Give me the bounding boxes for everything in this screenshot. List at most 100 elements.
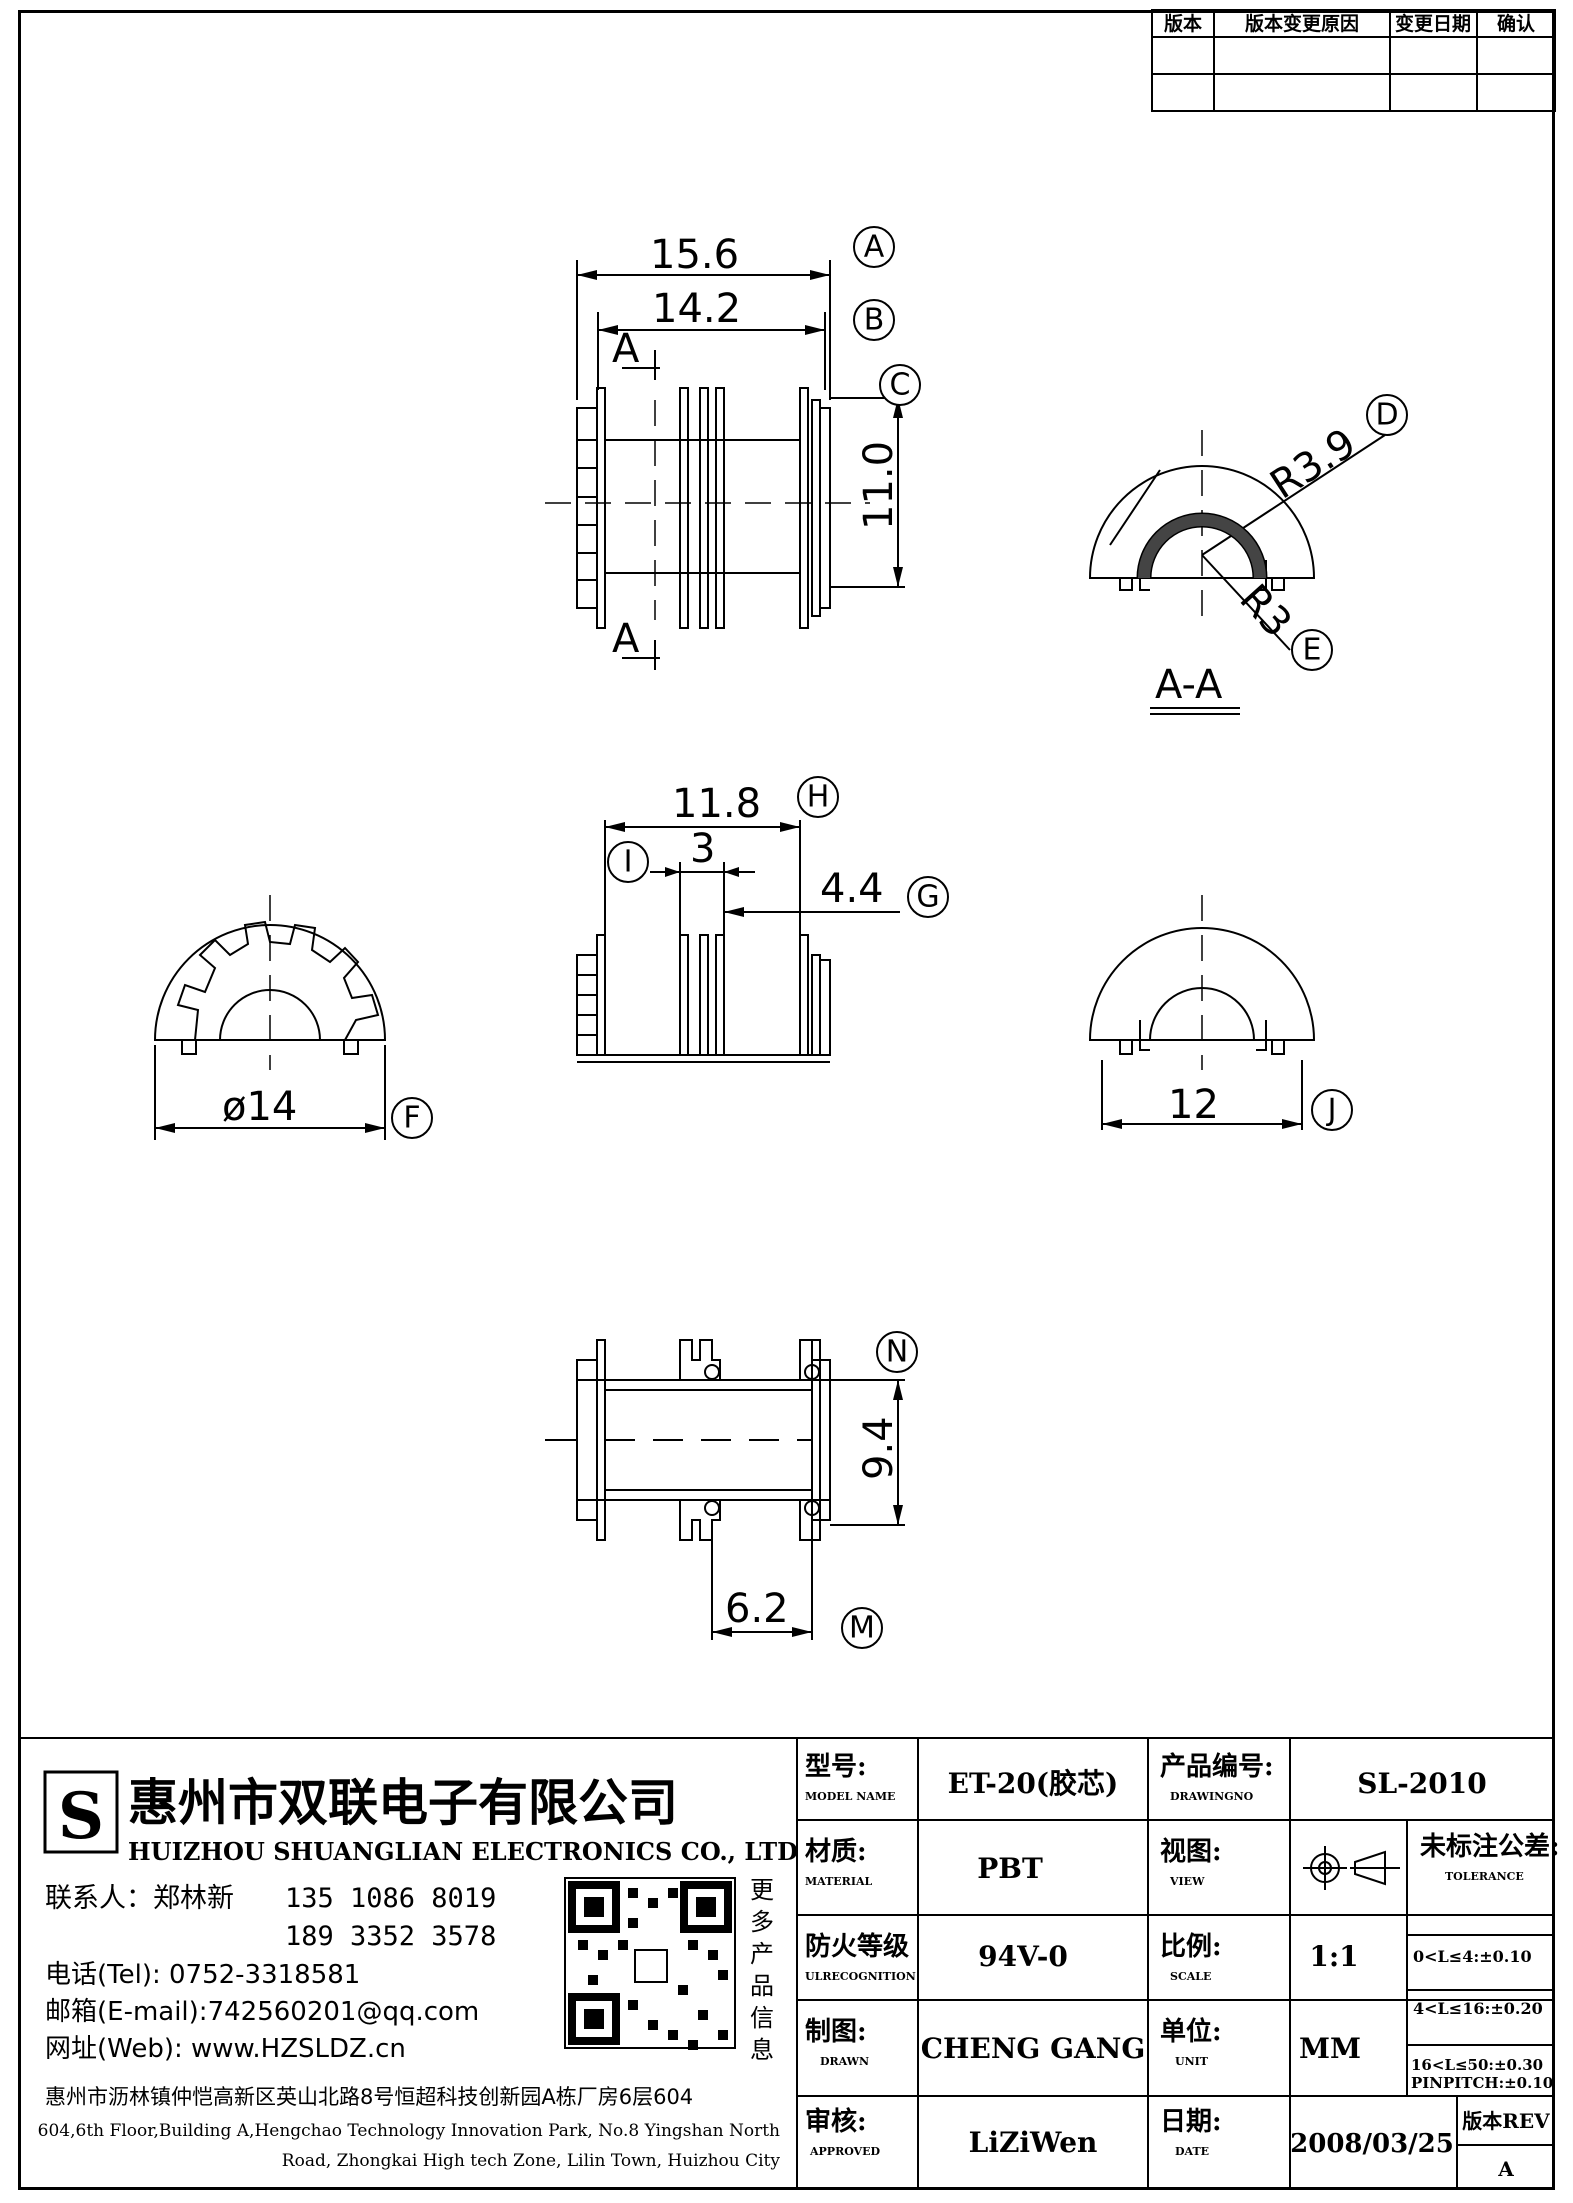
contact-person: 联系人：郑林新 xyxy=(45,1883,234,1914)
model-value: ET-20(胶芯) xyxy=(948,1767,1119,1800)
tolerance-sub: TOLERANCE xyxy=(1445,1870,1524,1883)
bubble-d xyxy=(1366,394,1408,436)
dim-j-value: 12 xyxy=(1168,1082,1219,1128)
address-cn: 惠州市沥林镇仲恺高新区英山北路8号恒超科技创新园A栋厂房6层604 xyxy=(45,2085,693,2109)
date-sub: DATE xyxy=(1175,2145,1209,2158)
bubble-e xyxy=(1291,629,1333,671)
bubble-m xyxy=(841,1607,883,1649)
revision-table xyxy=(1151,9,1556,112)
svg-text:品: 品 xyxy=(750,1972,774,2000)
svg-text:S: S xyxy=(58,1779,104,1854)
tolerance-label: 未标注公差: xyxy=(1420,1831,1560,1862)
approved-sub: APPROVED xyxy=(809,2145,881,2158)
drawn-sub: DRAWN xyxy=(820,2055,869,2068)
tolerance-pinpitch: PINPITCH:±0.10 xyxy=(1411,2074,1553,2092)
contact-tel: 电话(Tel): 0752-3318581 xyxy=(45,1960,360,1990)
bubble-c xyxy=(879,364,921,406)
bubble-h-label: H xyxy=(807,780,830,815)
unit-value: MM xyxy=(1299,2032,1361,2065)
right-end-view xyxy=(1088,895,1316,1130)
drawn-value: CHENG GANG xyxy=(921,2032,1145,2065)
model-label: 型号: xyxy=(805,1752,867,1782)
material-label: 材质: xyxy=(805,1837,867,1867)
approved-value: LiZiWen xyxy=(969,2126,1098,2159)
front-view xyxy=(545,260,905,670)
drawing-no-sub: DRAWINGNO xyxy=(1170,1790,1254,1803)
contact-email: 邮箱(E-mail):742560201@qq.com xyxy=(45,1997,479,2027)
dim-m-value: 6.2 xyxy=(725,1586,789,1632)
qr-caption: 更 多 产 品 信 息 xyxy=(750,1876,774,2064)
material-value: PBT xyxy=(977,1852,1043,1885)
bubble-g xyxy=(907,876,949,918)
bubble-b-label: B xyxy=(864,303,885,338)
scale-label: 比例: xyxy=(1160,1932,1222,1962)
bottom-view xyxy=(545,1339,905,1640)
section-label: A-A xyxy=(1155,662,1223,708)
date-label: 日期: xyxy=(1160,2107,1222,2137)
bubble-b xyxy=(853,299,895,341)
view-sub: VIEW xyxy=(1169,1875,1205,1888)
dim-g-value: 4.4 xyxy=(820,866,884,912)
drawing-frame xyxy=(18,10,1555,2190)
fire-label: 防火等级 xyxy=(805,1931,909,1962)
contact-phone-1: 135 1086 8019 xyxy=(285,1883,496,1914)
address-en-line1: 604,6th Floor,Building A,Hengchao Techno… xyxy=(38,2121,780,2141)
section-marker-top: A xyxy=(612,326,640,372)
bubble-n xyxy=(876,1331,918,1373)
projection-symbol xyxy=(1303,1846,1400,1890)
bubble-c-label: C xyxy=(890,368,911,403)
rev-label: 版本REV xyxy=(1462,2109,1550,2133)
drawn-label: 制图: xyxy=(805,2017,867,2047)
svg-text:息: 息 xyxy=(750,2036,774,2064)
bubble-n-label: N xyxy=(886,1335,908,1370)
material-sub: MATERIAL xyxy=(805,1875,873,1888)
bubble-h xyxy=(797,776,839,818)
svg-text:信: 信 xyxy=(750,2004,774,2032)
bubble-m-label: M xyxy=(849,1611,875,1646)
unit-sub: UNIT xyxy=(1175,2055,1209,2068)
company-logo: S xyxy=(43,1770,119,1854)
bubble-j-label: J xyxy=(1326,1093,1337,1128)
bubble-f-label: F xyxy=(403,1101,420,1136)
dim-a-value: 15.6 xyxy=(650,232,739,278)
dim-n-value: 9.4 xyxy=(856,1416,902,1480)
scale-sub: SCALE xyxy=(1170,1970,1211,1983)
bubble-d-label: D xyxy=(1375,398,1398,433)
left-end-view xyxy=(153,895,387,1140)
view-label: 视图: xyxy=(1160,1837,1222,1867)
address-en-line2: Road, Zhongkai High tech Zone, Lilin Tow… xyxy=(282,2151,781,2171)
unit-label: 单位: xyxy=(1160,2016,1222,2047)
bubble-a-label: A xyxy=(864,230,885,265)
rev-header-version: 版本 xyxy=(1164,12,1202,35)
scale-value: 1:1 xyxy=(1309,1940,1358,1973)
bubble-i-label: I xyxy=(624,845,633,880)
company-name-cn: 惠州市双联电子有限公司 xyxy=(128,1773,678,1832)
drawing-no-label: 产品编号: xyxy=(1160,1751,1274,1782)
approved-label: 审核: xyxy=(805,2106,867,2137)
dim-i-value: 3 xyxy=(690,826,715,872)
bubble-e-label: E xyxy=(1303,633,1322,668)
tolerance-4-16: 4<L≤16:±0.20 xyxy=(1413,1999,1543,2018)
svg-text:更: 更 xyxy=(750,1876,774,1904)
fire-value: 94V-0 xyxy=(978,1940,1068,1973)
tolerance-16-50: 16<L≤50:±0.30 xyxy=(1411,2056,1543,2074)
bubble-i xyxy=(607,841,649,883)
dim-e-value: R3 xyxy=(1231,576,1301,646)
fire-sub: ULRECOGNITION xyxy=(805,1970,916,1983)
tolerance-0-4: 0<L≤4:±0.10 xyxy=(1413,1947,1532,1966)
rev-header-confirm: 确认 xyxy=(1497,12,1535,35)
bubble-f xyxy=(391,1097,433,1139)
svg-text:多: 多 xyxy=(750,1908,774,1936)
rev-header-date: 变更日期 xyxy=(1395,12,1471,35)
section-marker-bottom: A xyxy=(612,616,640,662)
svg-text:产: 产 xyxy=(750,1940,774,1968)
contact-web: 网址(Web): www.HZSLDZ.cn xyxy=(45,2034,406,2064)
model-sub: MODEL NAME xyxy=(805,1790,895,1803)
contact-phone-2: 189 3352 3578 xyxy=(285,1921,496,1952)
date-value: 2008/03/25 xyxy=(1290,2129,1454,2159)
section-hatch xyxy=(1138,514,1266,578)
rev-value: A xyxy=(1497,2157,1514,2181)
company-name-en: HUIZHOU SHUANGLIAN ELECTRONICS CO., LTD xyxy=(128,1837,798,1866)
title-block-grid xyxy=(18,1737,1555,2190)
